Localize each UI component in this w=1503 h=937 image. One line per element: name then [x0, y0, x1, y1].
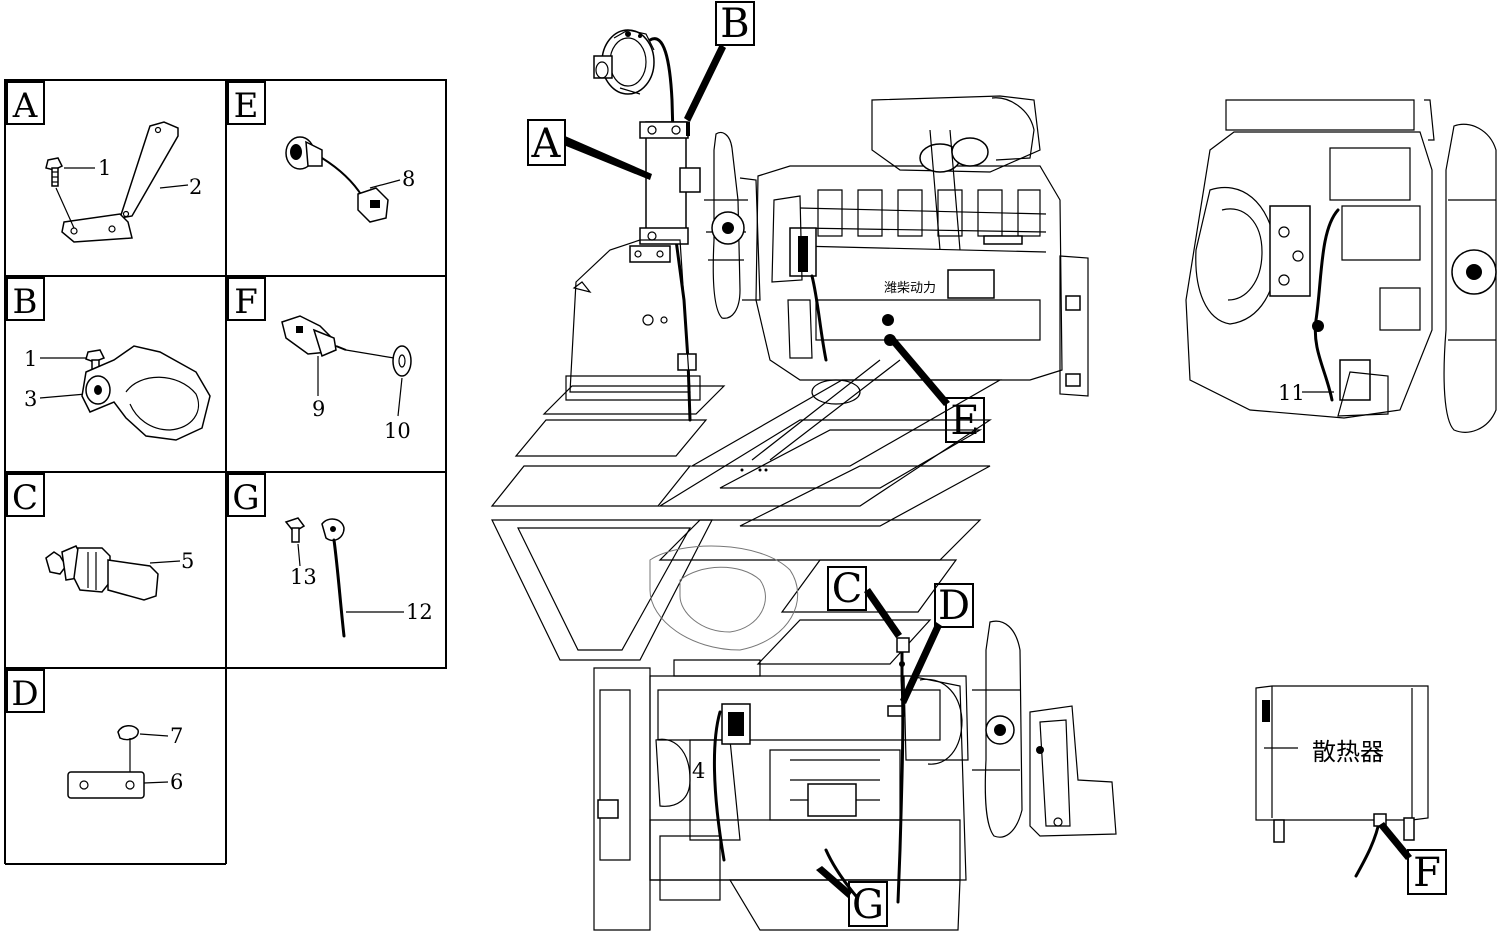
alternator-illustration [593, 29, 655, 95]
engine-side-view: 4 [593, 620, 1117, 931]
callout-d: D [938, 583, 970, 629]
radiator-illustration: 散热器 [1255, 685, 1429, 878]
part-number-12: 12 [406, 600, 433, 624]
panel-d: D 7 6 [6, 669, 183, 799]
bracket-part-illustration [61, 121, 179, 243]
panel-d-letter: D [11, 674, 38, 714]
engine-plate-text: 潍柴动力 [884, 281, 936, 296]
callout-box-c [827, 566, 867, 611]
panel-e: E 8 [227, 81, 415, 223]
part-number-13: 13 [290, 565, 317, 589]
panel-b-letter: B [13, 282, 38, 322]
part-number-1: 1 [98, 156, 111, 180]
bolt-part-illustration [45, 157, 64, 187]
callout-box-d [934, 583, 974, 628]
engine-top-view: 潍柴动力 [565, 29, 1089, 422]
panel-g-letter: G [232, 478, 259, 518]
clamp-part-illustration [81, 345, 211, 441]
plate-part-illustration [67, 771, 145, 799]
panel-c: C 5 [6, 473, 194, 601]
callout-a: A [531, 121, 562, 167]
part-number-9: 9 [312, 397, 325, 421]
part-number-8: 8 [402, 167, 415, 191]
panel-g: G 13 12 [227, 473, 433, 638]
panel-e-letter: E [234, 86, 259, 126]
washer-part-illustration [392, 345, 412, 377]
panel-a: A 1 2 [6, 81, 202, 243]
callout-g: G [852, 882, 884, 928]
pressure-sensor-illustration [285, 136, 389, 223]
part-number-3: 3 [24, 387, 37, 411]
panel-b: B 1 3 [6, 277, 211, 441]
part-number-1: 1 [24, 347, 37, 371]
callout-b: B [720, 1, 749, 47]
part-number-4: 4 [692, 759, 705, 783]
panel-f: F 9 10 [227, 277, 412, 443]
part-number-2: 2 [189, 175, 202, 199]
ground-bolt-illustration [284, 517, 306, 543]
callout-box-b [715, 1, 755, 46]
part-number-11: 11 [1278, 381, 1305, 405]
callout-f: F [1413, 850, 1441, 896]
radiator-label: 散热器 [1312, 738, 1384, 766]
panel-f-letter: F [234, 282, 258, 322]
part-number-5: 5 [181, 549, 194, 573]
callout-box-f [1407, 849, 1447, 895]
part-number-6: 6 [170, 770, 183, 794]
cooling-fan-illustration [704, 131, 761, 319]
callout-box-g [848, 881, 888, 927]
ground-cable-illustration [321, 518, 346, 638]
main-callouts: A B E C D G F [527, 1, 1447, 928]
part-number-10: 10 [384, 419, 411, 443]
switch-sensor-illustration [281, 315, 347, 358]
callout-box-e [945, 397, 985, 443]
callout-c: C [832, 566, 863, 612]
perspective-floor-panels [490, 359, 1003, 665]
callout-box-a [527, 119, 566, 166]
part-number-7: 7 [170, 724, 183, 748]
engine-rear-view: 11 [1185, 99, 1497, 433]
panel-a-letter: A [12, 86, 38, 126]
callout-e: E [950, 398, 979, 444]
temperature-sensor-illustration [45, 545, 159, 601]
detail-panel-grid [4, 79, 447, 865]
panel-c-letter: C [12, 478, 38, 518]
